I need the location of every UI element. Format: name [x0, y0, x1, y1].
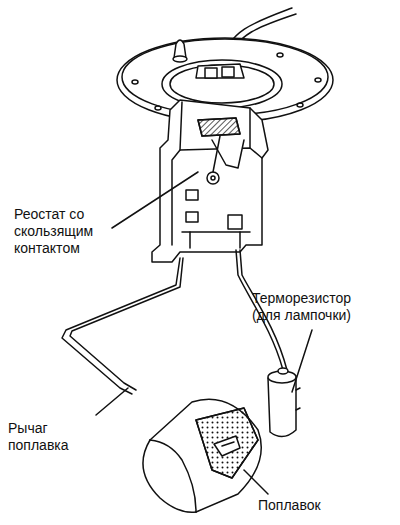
part-label: Реостат со скользящим контактом — [14, 206, 114, 257]
part-label: Рычаг поплавка — [8, 420, 88, 454]
part-label: Поплавок — [258, 497, 378, 514]
part-label: Терморезистор (для лампочки) — [252, 290, 380, 324]
